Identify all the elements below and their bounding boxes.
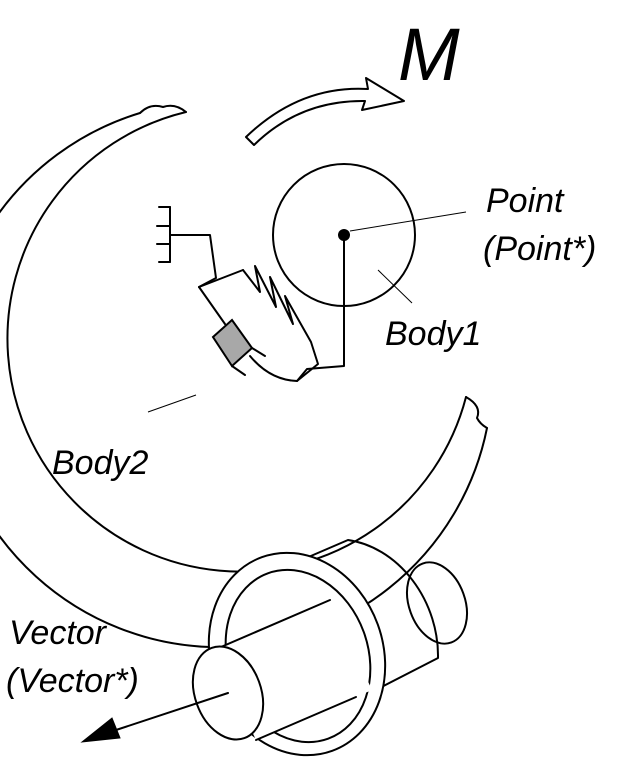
- vector-label: Vector: [9, 614, 108, 652]
- point-star-label: (Point*): [483, 230, 596, 268]
- body1-leader: [377, 269, 413, 304]
- body1-label: Body1: [385, 315, 481, 353]
- body2-ring: [0, 104, 488, 649]
- point-leader: [349, 211, 467, 232]
- ground-anchor: [156, 206, 217, 288]
- moment-label: M: [398, 13, 460, 96]
- rear-shaft-end: [406, 561, 468, 645]
- body2-label: Body2: [52, 444, 148, 482]
- vector-arrow: [80, 692, 229, 743]
- spring-element: [198, 265, 319, 382]
- body2-leader: [147, 394, 197, 413]
- vector-star-label: (Vector*): [6, 662, 139, 700]
- damper-element: [211, 318, 298, 382]
- moment-arrow: [245, 77, 405, 146]
- point-label: Point: [486, 182, 565, 220]
- body1-stem: [296, 234, 345, 382]
